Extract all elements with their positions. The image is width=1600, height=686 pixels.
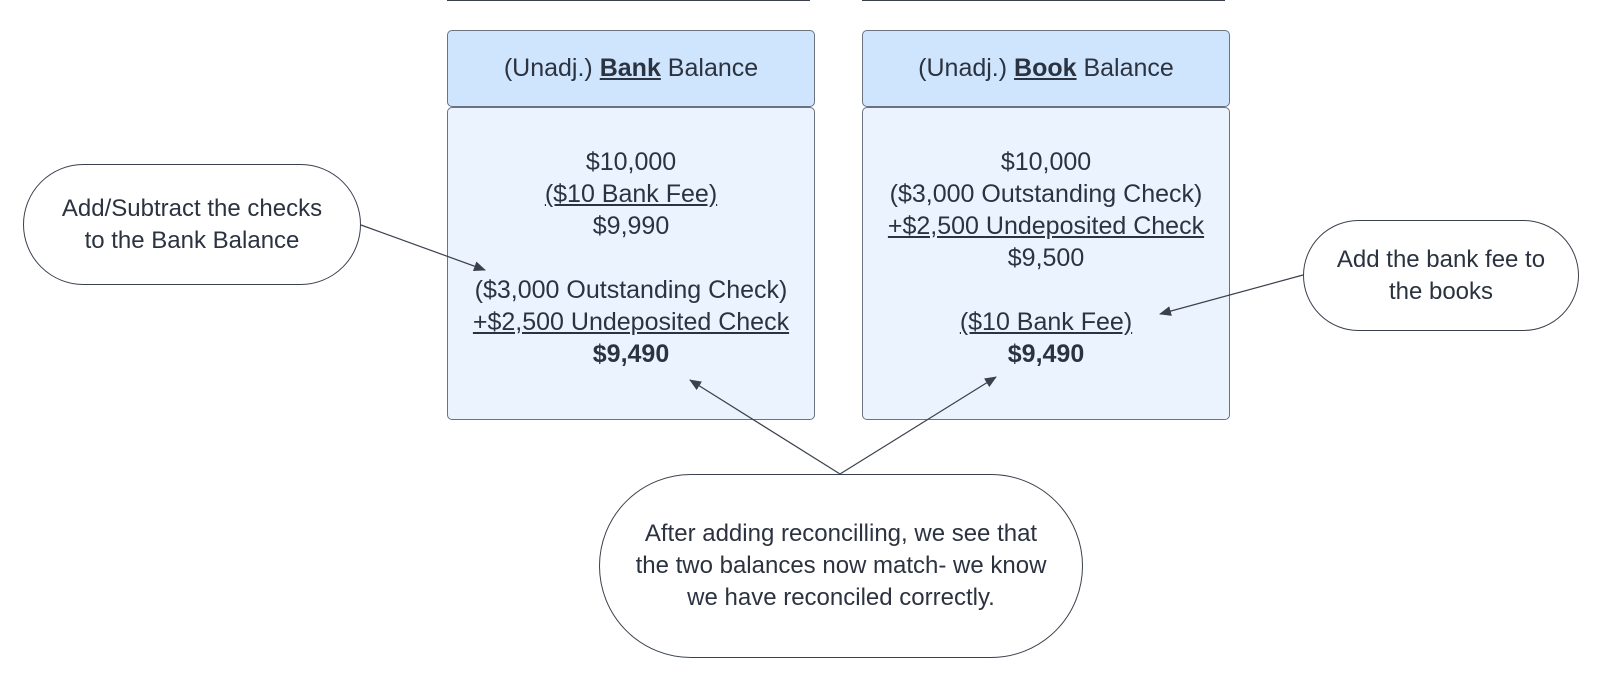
bank-header-prefix: (Unadj.) [503, 54, 600, 82]
book-line-bank-fee: ($10 Bank Fee) [959, 308, 1133, 336]
left-callout-line2: to the Bank Balance [84, 226, 300, 254]
arrow-bottom-to-book-total [839, 376, 997, 475]
book-line-adjusted-balance: $9,490 [1007, 340, 1085, 368]
book-balance-header: (Unadj.) Book Balance [862, 30, 1230, 107]
left-callout: Add/Subtract the checks to the Bank Bala… [23, 164, 361, 285]
bank-line-outstanding-check: ($3,000 Outstanding Check) [474, 276, 788, 304]
bank-line-bank-fee: ($10 Bank Fee) [544, 180, 718, 208]
arrow-bottom-to-bank-total [689, 379, 841, 475]
book-line-undeposited-check: +$2,500 Undeposited Check [887, 212, 1205, 240]
right-callout-line1: Add the bank fee to [1336, 245, 1546, 273]
book-column-top-edge [862, 0, 1225, 1]
bottom-callout-line2: the two balances now match- we know [635, 552, 1047, 579]
bank-balance-header: (Unadj.) Bank Balance [447, 30, 815, 107]
book-header-prefix: (Unadj.) [918, 54, 1015, 82]
right-callout: Add the bank fee to the books [1303, 220, 1579, 331]
bank-header-keyword: Bank [599, 54, 661, 82]
bank-header-suffix: Balance [660, 54, 759, 82]
arrow-right-to-book-fee [1159, 274, 1304, 316]
bank-line-starting-balance: $10,000 [585, 148, 677, 176]
bank-line-adjusted-balance: $9,490 [592, 340, 670, 368]
bottom-callout-line1: After adding reconcilling, we see that [644, 520, 1038, 547]
bank-balance-body: $10,000 ($10 Bank Fee) $9,990 ($3,000 Ou… [447, 107, 815, 420]
book-line-outstanding-check: ($3,000 Outstanding Check) [889, 180, 1203, 208]
right-callout-line2: the books [1388, 277, 1494, 305]
book-balance-body: $10,000 ($3,000 Outstanding Check) +$2,5… [862, 107, 1230, 420]
bank-column-top-edge [447, 0, 810, 1]
bank-line-subtotal: $9,990 [592, 212, 670, 240]
bottom-callout-line3: we have reconciled correctly. [687, 584, 995, 611]
book-line-subtotal: $9,500 [1007, 244, 1085, 272]
book-line-starting-balance: $10,000 [1000, 148, 1092, 176]
left-callout-line1: Add/Subtract the checks [61, 194, 323, 222]
arrow-left-to-bank [360, 224, 486, 271]
bottom-callout: After adding reconcilling, we see that t… [599, 474, 1083, 658]
bank-line-undeposited-check: +$2,500 Undeposited Check [472, 308, 790, 336]
book-header-keyword: Book [1014, 54, 1077, 82]
book-header-suffix: Balance [1076, 54, 1174, 82]
